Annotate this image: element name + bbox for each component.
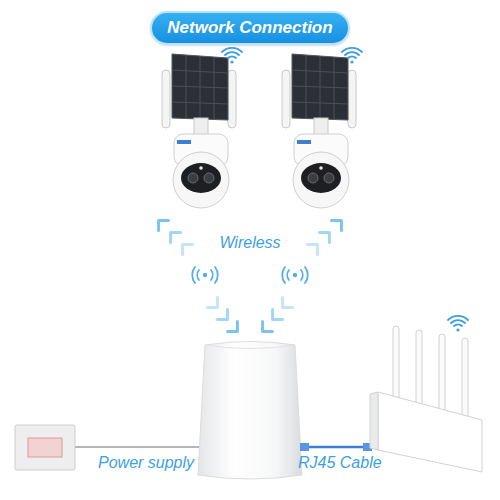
cable-label: Power supply [98, 454, 194, 472]
router-antenna [439, 334, 445, 412]
wifi-icon [448, 316, 468, 332]
chevron [258, 322, 273, 337]
signal-waves-right [282, 267, 308, 283]
rj45-cable [300, 446, 372, 449]
chevron [218, 310, 233, 325]
chevron [228, 322, 243, 337]
chevron [332, 216, 347, 231]
wifi-arc [448, 316, 468, 320]
chevrons-up-right [308, 216, 347, 255]
chevron [308, 240, 323, 255]
router-antenna [416, 330, 422, 406]
router-antenna [462, 338, 468, 418]
base-station [198, 342, 302, 480]
outlet-slot [28, 438, 62, 457]
power-cable [75, 446, 200, 448]
rj45-plug [300, 443, 309, 451]
chevron [268, 310, 283, 325]
chevron [278, 298, 293, 313]
wifi-arc [454, 324, 462, 326]
signal-waves-left [192, 267, 218, 283]
chevrons-down-right [208, 298, 243, 337]
chevron [208, 298, 223, 313]
router-edge [370, 392, 378, 450]
cable-label: RJ45 Cable [298, 454, 382, 472]
wireless-label: Wireless [190, 234, 310, 252]
camera-right [282, 48, 362, 208]
chevron [166, 228, 181, 243]
chevron [154, 216, 169, 231]
wall-outlet [15, 425, 75, 470]
station-top-edge [205, 345, 295, 349]
chevron [320, 228, 335, 243]
router-antenna [393, 326, 399, 400]
chevrons-up-left [154, 216, 193, 255]
title-pill: Network Connection [150, 11, 350, 45]
chevron [178, 240, 193, 255]
router [370, 326, 482, 472]
wifi-arc [451, 320, 465, 323]
camera-left [162, 48, 242, 208]
wifi-dot [456, 328, 459, 331]
chevrons-down-left [258, 298, 293, 337]
router-body [378, 392, 482, 472]
